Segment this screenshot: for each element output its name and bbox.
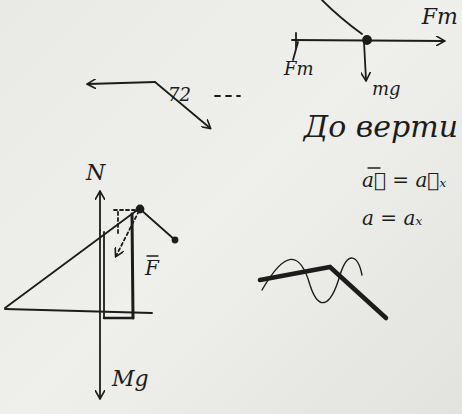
gravity-arrow [364, 42, 366, 80]
vector-bar [147, 255, 158, 256]
normal-arrow [99, 192, 101, 230]
point-dot [137, 206, 144, 213]
weight-arrow [99, 230, 101, 398]
force-arrow [155, 82, 210, 128]
ground-line [5, 309, 152, 313]
force-label: Fт [284, 60, 314, 78]
dotted-line [114, 209, 138, 211]
equation-text: a = aₓ [362, 208, 422, 228]
dotted-arrow [116, 211, 139, 256]
friction-arrow [293, 42, 298, 60]
force-label: F [145, 258, 159, 278]
rope-line [140, 209, 175, 240]
thick-line [260, 267, 386, 318]
arc-path [322, 0, 362, 34]
force-arrow [88, 82, 155, 84]
body-line [103, 232, 105, 318]
dashed-line [215, 95, 240, 97]
point-dot [173, 238, 178, 243]
vector-bar [368, 167, 380, 168]
body-line [104, 317, 133, 320]
equation-text: a⃗ = a⃗ₓ [362, 170, 446, 190]
incline-line [5, 208, 140, 308]
note-text: До верти [304, 112, 458, 142]
body-line [132, 214, 133, 318]
dotted-line [117, 212, 119, 236]
force-label: Fт [422, 6, 458, 28]
force-label: Mg [112, 368, 149, 390]
force-label: mg [372, 80, 401, 98]
point-mass [363, 36, 371, 44]
wave-path [262, 258, 362, 303]
angle-label: 72 [168, 86, 191, 104]
force-label: N [86, 162, 105, 184]
